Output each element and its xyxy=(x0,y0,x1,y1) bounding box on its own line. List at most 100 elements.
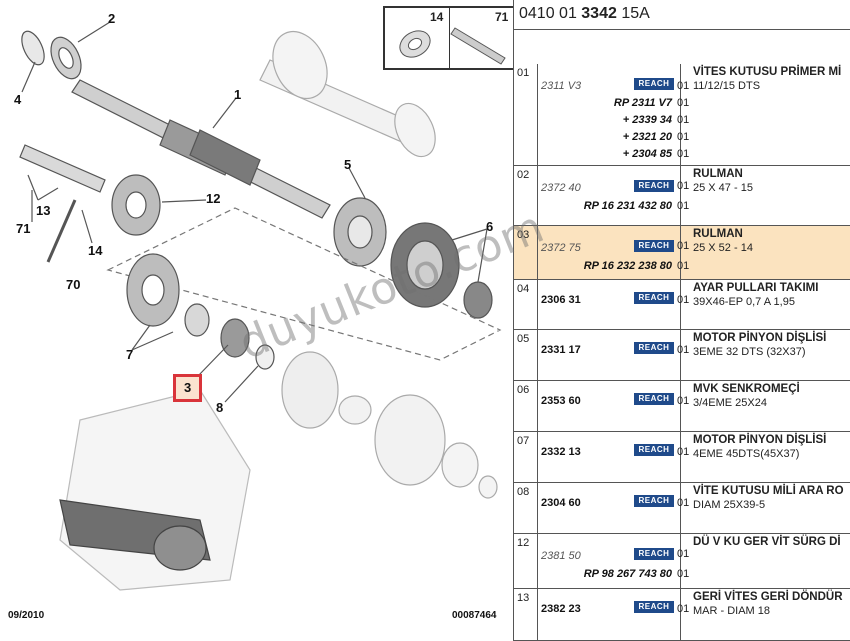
part-title: MVK SENKROMEÇİ xyxy=(693,383,800,395)
part-reference[interactable]: 2331 17 xyxy=(541,344,581,356)
callout-7[interactable]: 7 xyxy=(126,347,134,362)
quantity: 01 xyxy=(677,131,690,143)
alternate-reference[interactable]: RP 98 267 743 80 xyxy=(583,568,672,580)
row-index: 03 xyxy=(514,226,538,279)
header-bold: 3342 xyxy=(581,5,617,22)
part-description: 25 X 52 - 14 xyxy=(693,242,753,254)
part-reference[interactable]: 2332 13 xyxy=(541,446,581,458)
reach-badge: REACH xyxy=(634,495,674,507)
alternate-reference[interactable]: + 2321 20 xyxy=(622,131,672,143)
part-title: GERİ VİTES GERİ DÖNDÜR xyxy=(693,591,843,603)
header-prefix: 0410 01 xyxy=(519,5,582,22)
reach-badge: REACH xyxy=(634,601,674,613)
row-index: 13 xyxy=(514,589,538,640)
callout-2[interactable]: 2 xyxy=(108,11,116,26)
reach-badge: REACH xyxy=(634,180,674,192)
reach-badge: REACH xyxy=(634,393,674,405)
callout-8[interactable]: 8 xyxy=(216,400,224,415)
part-title: VİTE KUTUSU MİLİ ARA RO xyxy=(693,485,844,497)
diagram-illustration xyxy=(19,21,502,591)
callout-12[interactable]: 12 xyxy=(206,191,221,206)
callout-1[interactable]: 1 xyxy=(234,87,242,102)
description-cell: RULMAN 25 X 52 - 14 xyxy=(680,226,850,254)
row-index: 05 xyxy=(514,330,538,380)
inset-parts xyxy=(399,27,506,65)
part-reference[interactable]: 2304 60 xyxy=(541,497,581,509)
quantity: 01 xyxy=(677,344,690,356)
exploded-diagram: 14 71 2 1 4 5 6 12 13 71 14 70 7 3 8 09/… xyxy=(8,6,517,621)
part-description: 3/4EME 25X24 xyxy=(693,397,767,409)
inset-callout-14: 14 xyxy=(430,10,444,24)
quantity: 01 xyxy=(677,603,690,615)
part-reference[interactable]: 2306 31 xyxy=(541,294,581,306)
callout-3-selected[interactable]: 3 xyxy=(173,374,203,402)
inset-box: 14 71 xyxy=(383,6,517,70)
alternate-reference[interactable]: RP 2311 V7 xyxy=(613,97,672,109)
callout-5[interactable]: 5 xyxy=(344,157,352,172)
description-cell: VİTE KUTUSU MİLİ ARA RO DIAM 25X39-5 xyxy=(680,483,850,511)
row-index: 02 xyxy=(514,166,538,225)
part-reference[interactable]: 2372 75 xyxy=(541,242,581,254)
header-suffix: 15A xyxy=(616,5,650,22)
callout-4[interactable]: 4 xyxy=(14,92,22,107)
inset-divider xyxy=(449,8,450,68)
reference-cell: 2304 60 REACH xyxy=(538,483,681,533)
callout-14[interactable]: 14 xyxy=(88,243,103,258)
callout-70[interactable]: 70 xyxy=(66,277,81,292)
part-title: RULMAN xyxy=(693,168,743,180)
reach-badge: REACH xyxy=(634,292,674,304)
quantity: 01 xyxy=(677,148,690,160)
row-index: 01 xyxy=(514,64,538,165)
part-title: RULMAN xyxy=(693,228,743,240)
callout-71[interactable]: 71 xyxy=(16,221,31,236)
callout-13[interactable]: 13 xyxy=(36,203,51,218)
reference-cell: 2332 13 REACH xyxy=(538,432,681,482)
reference-cell: 2382 23 REACH xyxy=(538,589,681,640)
part-description: 25 X 47 - 15 xyxy=(693,182,753,194)
alternate-reference[interactable]: + 2304 85 xyxy=(622,148,672,160)
quantity: 01 xyxy=(677,260,690,272)
description-cell: GERİ VİTES GERİ DÖNDÜR MAR - DIAM 18 xyxy=(680,589,850,617)
reference-cell: 2372 40 REACH RP 16 231 432 80 xyxy=(538,166,681,225)
alternate-reference[interactable]: + 2339 34 xyxy=(622,114,672,126)
part-description: 4EME 45DTS(45X37) xyxy=(693,448,800,460)
part-reference[interactable]: 2382 23 xyxy=(541,603,581,615)
row-index: 06 xyxy=(514,381,538,431)
part-description: MAR - DIAM 18 xyxy=(693,605,771,617)
part-reference[interactable]: 2372 40 xyxy=(541,182,581,194)
part-description: 39X46-EP 0,7 A 1,95 xyxy=(693,296,795,308)
description-cell: AYAR PULLARI TAKIMI 39X46-EP 0,7 A 1,95 xyxy=(680,280,850,308)
part-title: AYAR PULLARI TAKIMI xyxy=(693,282,819,294)
reach-badge: REACH xyxy=(634,342,674,354)
part-reference[interactable]: 2353 60 xyxy=(541,395,581,407)
part-reference[interactable]: 2311 V3 xyxy=(541,80,582,92)
row-index: 08 xyxy=(514,483,538,533)
diagram-id: 00087464 xyxy=(452,610,497,621)
callout-6[interactable]: 6 xyxy=(486,219,494,234)
quantity: 01 xyxy=(677,446,690,458)
quantity: 01 xyxy=(677,200,690,212)
part-reference[interactable]: 2381 50 xyxy=(541,550,581,562)
alternate-reference[interactable]: RP 16 231 432 80 xyxy=(583,200,672,212)
reach-badge: REACH xyxy=(634,444,674,456)
part-description: DIAM 25X39-5 xyxy=(693,499,766,511)
description-cell: RULMAN 25 X 47 - 15 xyxy=(680,166,850,194)
alternate-reference[interactable]: RP 16 232 238 80 xyxy=(583,260,672,272)
part-title: VİTES KUTUSU PRİMER Mİ xyxy=(693,66,842,78)
row-index: 07 xyxy=(514,432,538,482)
